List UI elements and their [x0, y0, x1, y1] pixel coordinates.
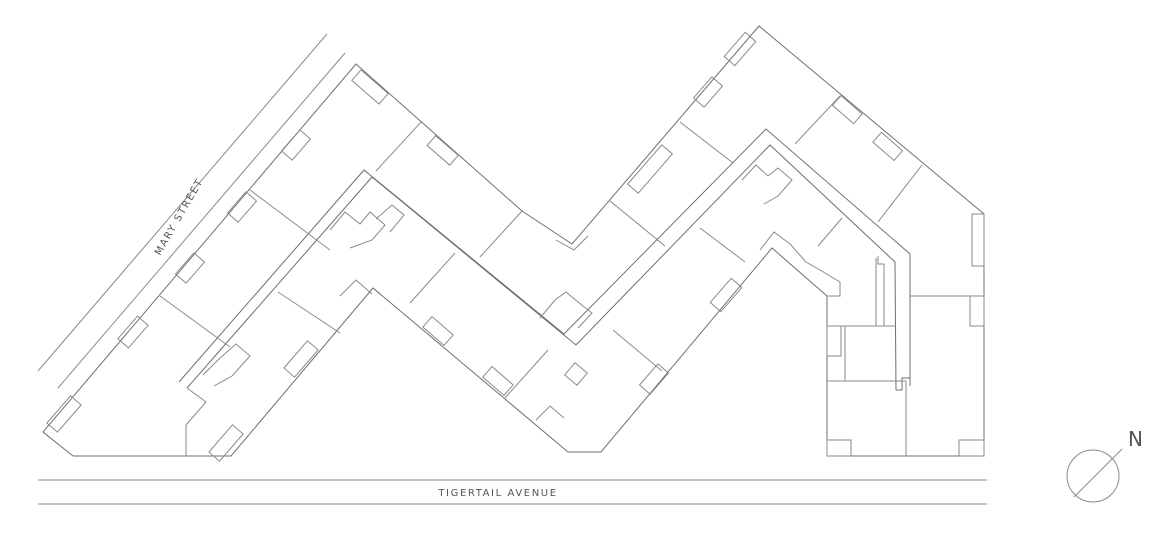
unit-wall [375, 120, 423, 172]
core-outline [741, 164, 793, 205]
mary-street: MARY STREET [37, 33, 346, 389]
core-outline [202, 343, 251, 387]
balcony [174, 252, 206, 284]
balcony [971, 213, 985, 267]
balconies [46, 31, 985, 462]
unit-wall [479, 210, 523, 258]
balcony [958, 439, 985, 457]
balcony [226, 191, 258, 223]
balcony [692, 76, 724, 108]
balcony [626, 144, 674, 194]
balcony [117, 315, 149, 349]
balcony [482, 365, 514, 397]
balcony [46, 395, 82, 433]
balcony [426, 134, 459, 166]
core-outline [877, 256, 885, 326]
balcony [723, 31, 757, 67]
core-outline [805, 261, 841, 297]
north-arrow-pointer [1073, 448, 1123, 498]
unit-wall [185, 387, 207, 426]
unit-wall [877, 164, 923, 223]
unit-wall [504, 349, 549, 399]
mary-street-edge [57, 52, 346, 389]
unit-wall [249, 189, 331, 251]
core-outline [375, 204, 405, 233]
north-label: N [1128, 427, 1143, 451]
core-outline [759, 231, 807, 263]
balcony [283, 340, 319, 378]
unit-wall [679, 121, 734, 164]
unit-wall [699, 227, 746, 263]
core-outline [539, 291, 593, 329]
north-arrow-circle [1066, 449, 1120, 503]
tigertail-avenue: TIGERTAIL AVENUE [38, 479, 987, 505]
balcony [826, 439, 852, 457]
unit-wall [817, 217, 843, 247]
balcony [280, 129, 312, 161]
balcony [969, 295, 985, 327]
core-outline [329, 211, 386, 249]
core-outline [555, 235, 589, 251]
unit-wall [277, 291, 341, 334]
balcony [351, 69, 389, 105]
unit-wall [409, 252, 456, 304]
balcony [208, 424, 244, 462]
unit-walls [159, 95, 984, 456]
balcony [638, 363, 670, 395]
mary-street-edge [37, 33, 328, 372]
core-box [564, 362, 588, 386]
core-outline [339, 279, 373, 297]
unit-wall [609, 200, 666, 247]
balcony [422, 315, 454, 347]
corridor-wall [186, 144, 897, 391]
balcony [709, 277, 743, 313]
tigertail-avenue-label: TIGERTAIL AVENUE [437, 488, 557, 499]
unit-wall [794, 95, 841, 145]
unit-wall [612, 329, 663, 372]
core-outline [535, 405, 565, 421]
balcony [872, 131, 904, 162]
balcony [831, 94, 863, 125]
north-arrow-icon: N [1066, 427, 1143, 503]
corridor-wall [178, 128, 911, 386]
unit-wall [159, 295, 231, 348]
corridor-notch [896, 377, 910, 391]
balcony [826, 325, 842, 357]
cores [202, 164, 885, 421]
